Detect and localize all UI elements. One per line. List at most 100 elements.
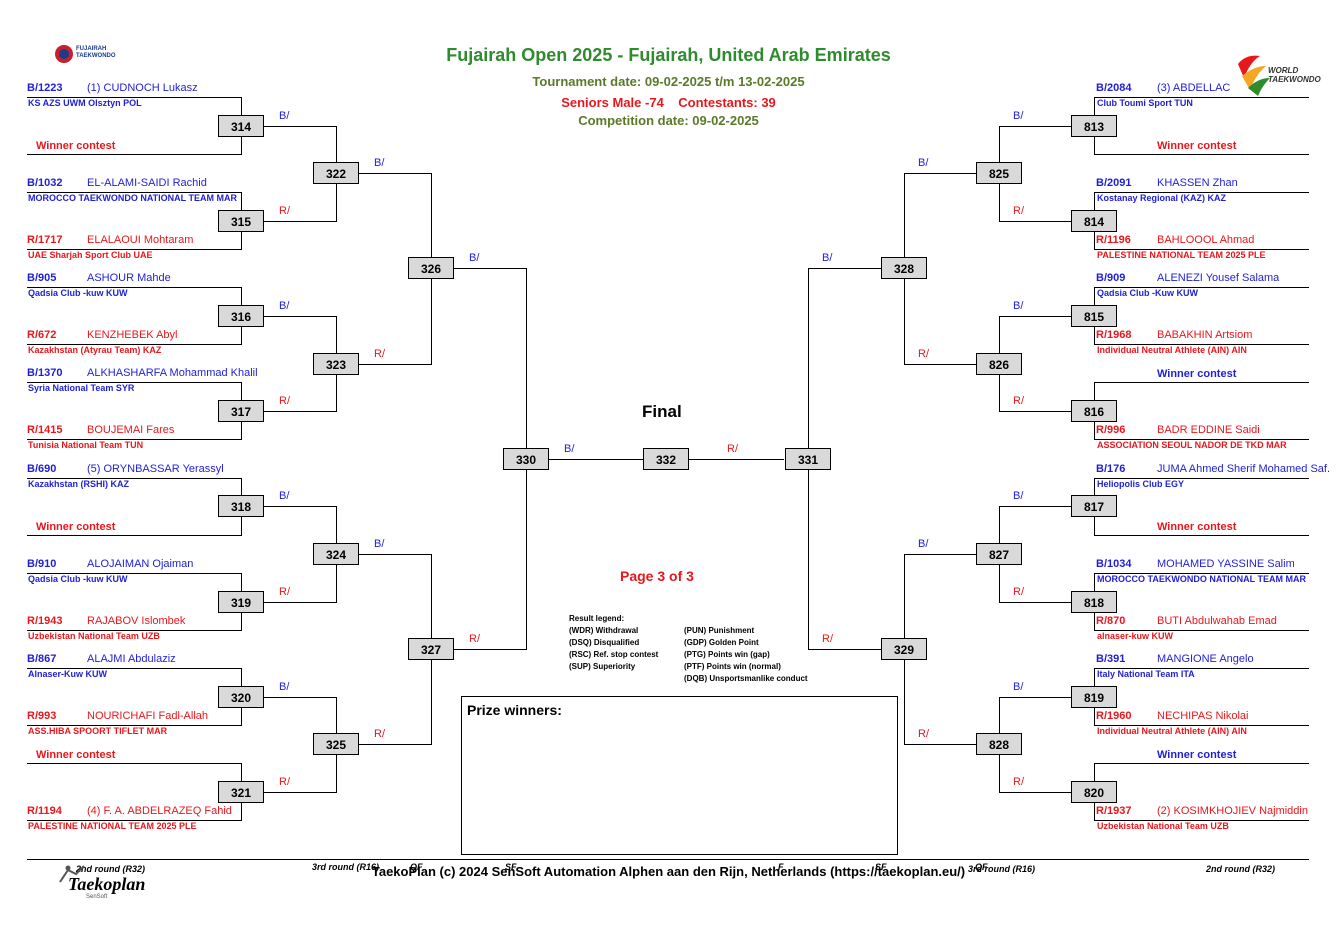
bracket-line xyxy=(264,411,336,412)
bracket-line xyxy=(359,744,431,745)
bracket-line xyxy=(904,364,976,365)
competitor-name: KENZHEBEK Abyl xyxy=(87,329,178,341)
legend-item: (WDR) Withdrawal xyxy=(569,626,639,635)
competitor-id: R/1960 xyxy=(1096,710,1132,722)
competitor-name: ALKHASHARFA Mohammad Khalil xyxy=(87,367,258,379)
bracket-line xyxy=(999,126,1071,127)
match-box[interactable]: 815 xyxy=(1071,305,1117,327)
match-box[interactable]: 314 xyxy=(218,115,264,137)
competitor-name: (1) CUDNOCH Lukasz xyxy=(87,82,198,94)
competitor-club: Alnaser-Kuw KUW xyxy=(28,669,108,679)
competitor-slot-line xyxy=(27,725,241,726)
bracket-line xyxy=(454,649,526,650)
competitor-id: B/905 xyxy=(27,272,57,284)
taekoplan-logo: Taekoplan SenSoft xyxy=(56,865,166,902)
match-box[interactable]: 315 xyxy=(218,210,264,232)
competitor-club: Qadsia Club -kuw KUW xyxy=(28,574,128,584)
competitor-id: R/672 xyxy=(27,329,57,341)
bracket-line xyxy=(999,506,1071,507)
match-box[interactable]: 828 xyxy=(976,733,1022,755)
contestants: Contestants: 39 xyxy=(678,95,776,110)
bracket-line xyxy=(904,554,976,555)
match-box[interactable]: 329 xyxy=(881,638,927,660)
competitor-slot-line xyxy=(1094,535,1309,536)
corner-tag: B/ xyxy=(1013,681,1024,693)
competitor-slot-line xyxy=(27,382,241,383)
corner-tag: B/ xyxy=(374,538,385,550)
corner-tag: R/ xyxy=(279,395,290,407)
bracket-line xyxy=(904,173,976,174)
competitor-slot-line xyxy=(27,192,241,193)
bracket-line xyxy=(264,697,336,698)
match-box[interactable]: 328 xyxy=(881,257,927,279)
competitor-id: B/2091 xyxy=(1096,177,1132,189)
bracket-line xyxy=(904,744,976,745)
corner-tag: R/ xyxy=(918,728,929,740)
bracket-line xyxy=(999,411,1071,412)
corner-tag: R/ xyxy=(1013,395,1024,407)
prize-winners-label: Prize winners: xyxy=(467,702,562,718)
world-taekwondo-logo: WORLD TAEKWONDO xyxy=(1236,52,1326,96)
competitor-slot-line xyxy=(1094,382,1309,383)
corner-tag: B/ xyxy=(1013,490,1024,502)
match-box[interactable]: 320 xyxy=(218,686,264,708)
sensoft-label: SenSoft xyxy=(86,894,108,900)
match-box[interactable]: 814 xyxy=(1071,210,1117,232)
legend-heading: Result legend: xyxy=(569,614,625,623)
corner-tag: R/ xyxy=(1013,776,1024,788)
competitor-club: MOROCCO TAEKWONDO NATIONAL TEAM MAR xyxy=(28,193,237,203)
corner-tag: R/ xyxy=(1013,586,1024,598)
match-box[interactable]: 827 xyxy=(976,543,1022,565)
competitor-id: B/391 xyxy=(1096,653,1126,665)
competitor-club: alnaser-kuw KUW xyxy=(1097,631,1174,641)
match-box[interactable]: 332 xyxy=(643,448,689,470)
match-box[interactable]: 817 xyxy=(1071,495,1117,517)
legend-item: (DQB) Unsportsmanlike conduct xyxy=(684,674,808,683)
competitor-name: ALAJMI Abdulaziz xyxy=(87,653,176,665)
competitor-id: R/1415 xyxy=(27,424,63,436)
category-line: Seniors Male -74 Contestants: 39 xyxy=(0,95,1337,110)
match-box[interactable]: 330 xyxy=(503,448,549,470)
corner-tag: R/ xyxy=(279,586,290,598)
competitor-club: ASS.HIBA SPOORT TIFLET MAR xyxy=(28,726,168,736)
match-box[interactable]: 826 xyxy=(976,353,1022,375)
match-box[interactable]: 318 xyxy=(218,495,264,517)
bracket-line xyxy=(264,506,336,507)
match-box[interactable]: 319 xyxy=(218,591,264,613)
taekoplan-wordmark: Taekoplan xyxy=(68,874,146,894)
fujairah-logo-icon xyxy=(55,45,73,63)
competitor-id: R/993 xyxy=(27,710,57,722)
bracket-line xyxy=(808,649,881,650)
competitor-club: Uzbekistan National Team UZB xyxy=(1097,821,1229,831)
match-box[interactable]: 331 xyxy=(785,448,831,470)
corner-tag: B/ xyxy=(279,681,290,693)
competitor-name: (3) ABDELLAC xyxy=(1157,82,1231,94)
competitor-slot-line xyxy=(1094,478,1309,479)
bracket-line xyxy=(264,602,336,603)
match-box[interactable]: 820 xyxy=(1071,781,1117,803)
match-box[interactable]: 327 xyxy=(408,638,454,660)
match-box[interactable]: 321 xyxy=(218,781,264,803)
corner-tag: R/ xyxy=(279,205,290,217)
prize-winners-box: Prize winners: xyxy=(461,696,898,855)
match-box[interactable]: 813 xyxy=(1071,115,1117,137)
match-box[interactable]: 816 xyxy=(1071,400,1117,422)
match-box[interactable]: 323 xyxy=(313,353,359,375)
match-box[interactable]: 316 xyxy=(218,305,264,327)
match-box[interactable]: 324 xyxy=(313,543,359,565)
match-box[interactable]: 325 xyxy=(313,733,359,755)
corner-tag: R/ xyxy=(469,633,480,645)
match-box[interactable]: 818 xyxy=(1071,591,1117,613)
corner-tag: B/ xyxy=(918,157,929,169)
competitor-name: ALENEZI Yousef Salama xyxy=(1157,272,1280,284)
match-box[interactable]: 317 xyxy=(218,400,264,422)
competitor-club: Italy National Team ITA xyxy=(1097,669,1195,679)
match-box[interactable]: 819 xyxy=(1071,686,1117,708)
corner-tag: B/ xyxy=(469,252,480,264)
bracket-line xyxy=(999,697,1071,698)
match-box[interactable]: 326 xyxy=(408,257,454,279)
match-box[interactable]: 322 xyxy=(313,162,359,184)
bracket-line xyxy=(359,173,431,174)
footer-divider xyxy=(27,859,1309,860)
match-box[interactable]: 825 xyxy=(976,162,1022,184)
